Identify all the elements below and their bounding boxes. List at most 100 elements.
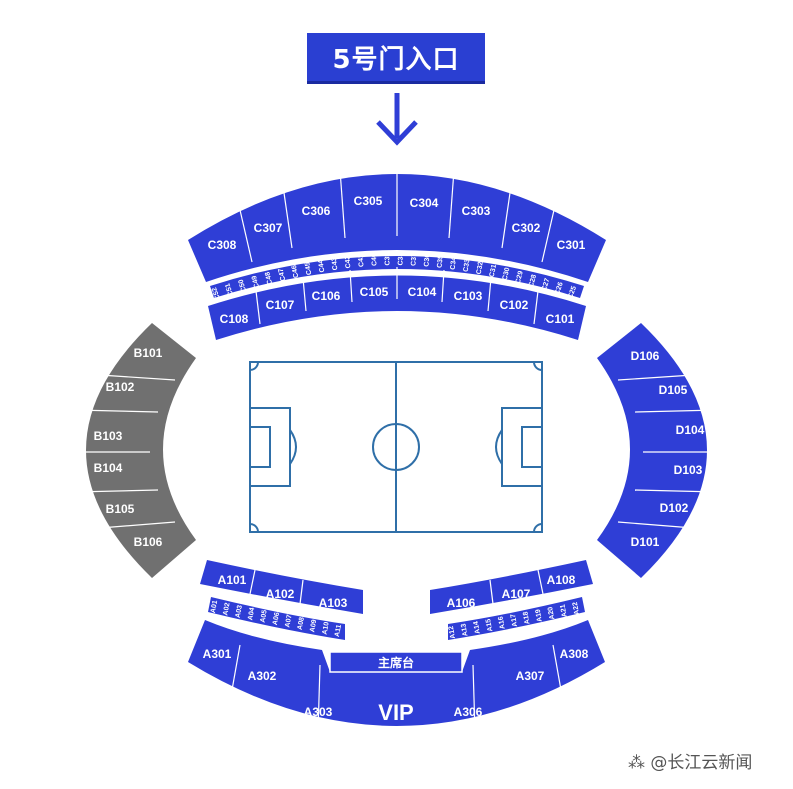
section-label-d104: D104 [676,423,705,437]
section-label-a10: A10 [322,621,331,635]
a-small-left-stand[interactable] [208,597,345,640]
section-label-d102: D102 [660,501,689,515]
section-label-c44: C44 [318,259,327,273]
section-label-c105: C105 [360,285,389,299]
section-label-c27: C27 [541,277,551,291]
section-label-b104: B104 [94,461,123,475]
d-stand[interactable] [597,323,707,578]
section-label-a21: A21 [560,604,569,618]
section-label-b103: B103 [94,429,123,443]
section-label-c301: C301 [557,238,586,252]
section-label-a06: A06 [272,612,281,626]
section-label-a106: A106 [447,596,476,610]
section-label-a302: A302 [248,669,277,683]
section-label-a20: A20 [547,606,556,620]
section-label-a307: A307 [516,669,545,683]
section-label-a19: A19 [535,608,544,622]
section-label-a14: A14 [473,620,482,634]
section-label-c37: C37 [411,253,418,266]
section-label-c305: C305 [354,194,383,208]
section-label-a15: A15 [485,618,494,632]
section-label-c52: C52 [211,286,222,301]
section-label-d101: D101 [631,535,660,549]
section-label-c34: C34 [450,256,458,270]
section-label-a09: A09 [309,619,318,633]
section-label-a101: A101 [218,573,247,587]
section-label-c31: C31 [489,264,498,278]
section-label-c38: C38 [398,252,405,265]
section-label-d106: D106 [631,349,660,363]
gate-5-entrance-label: 5号门入口 [307,33,485,84]
c-lower-dividers [255,267,539,325]
d-dividers [617,374,725,529]
c-small-stand[interactable] [210,256,584,298]
section-label-c47: C47 [278,268,288,282]
section-label-c28: C28 [528,274,538,288]
football-pitch [249,361,543,533]
section-label-a05: A05 [260,609,269,623]
section-label-a303: A303 [304,705,333,719]
section-label-c51: C51 [224,282,235,297]
section-label-a07: A07 [284,614,293,628]
section-label-a08: A08 [297,617,306,631]
a-upper-dividers [231,644,562,733]
section-label-a17: A17 [510,613,519,627]
a-right-stand[interactable] [430,560,593,614]
c-lower-stand[interactable] [208,275,586,341]
a-right-dividers [489,569,544,605]
section-label-b102: B102 [106,380,135,394]
section-label-a04: A04 [247,607,256,621]
section-label-c48: C48 [264,271,274,285]
section-label-c33: C33 [463,259,472,273]
section-label-a02: A02 [222,602,231,616]
section-label-a102: A102 [266,587,295,601]
section-label-c42: C42 [344,255,352,269]
section-label-c307: C307 [254,221,283,235]
section-label-a01: A01 [210,600,219,614]
section-label-c108: C108 [220,312,249,326]
gate-label-text: 5号门入口 [332,44,460,75]
vip-label: VIP [378,700,413,725]
section-label-c25: C25 [567,285,578,300]
section-label-c302: C302 [512,221,541,235]
section-label-c41: C41 [358,254,366,267]
section-label-b101: B101 [134,346,163,360]
section-label-a306: A306 [454,705,483,719]
section-label-d103: D103 [674,463,703,477]
a-upper-stand[interactable] [188,620,605,726]
section-label-d105: D105 [659,383,688,397]
section-label-c304: C304 [410,196,439,210]
section-label-a301: A301 [203,647,232,661]
section-label-c46: C46 [291,264,300,278]
section-label-c36: C36 [424,254,432,267]
section-label-c45: C45 [304,262,313,276]
section-label-a16: A16 [498,616,507,630]
watermark: ⁂ @长江云新闻 [628,753,753,773]
section-label-c40: C40 [371,253,378,266]
section-label-c49: C49 [251,275,261,289]
section-label-c104: C104 [408,285,437,299]
section-label-a22: A22 [572,601,581,615]
section-label-b106: B106 [134,535,163,549]
section-label-c303: C303 [462,204,491,218]
main-stand-label: 主席台 [378,655,414,670]
section-label-c43: C43 [331,257,339,271]
section-label-c39: C39 [384,253,391,266]
section-label-a18: A18 [522,611,531,625]
section-label-a13: A13 [460,623,469,637]
section-label-c106: C106 [312,289,341,303]
b-stand[interactable] [86,323,196,578]
a-small-right-stand[interactable] [448,597,585,640]
main-stand-box[interactable] [329,651,463,673]
section-label-a12: A12 [448,625,457,639]
down-arrow-icon [376,93,418,146]
a-left-stand[interactable] [200,560,363,614]
section-label-a103: A103 [319,596,348,610]
section-label-c101: C101 [546,312,575,326]
section-label-c308: C308 [208,238,237,252]
c-upper-dividers [239,164,555,263]
section-label-c50: C50 [238,278,248,292]
section-label-c306: C306 [302,204,331,218]
section-label-c32: C32 [476,261,485,275]
